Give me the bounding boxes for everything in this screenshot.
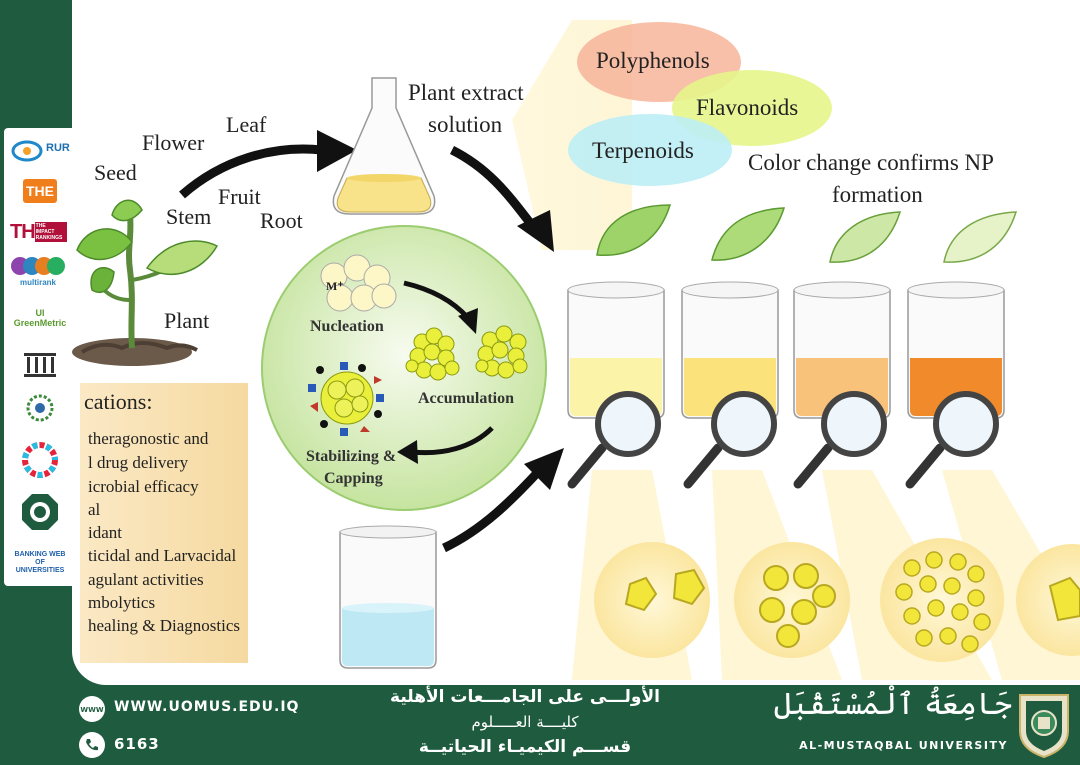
application-item: al: [88, 500, 101, 519]
label-leaf: Leaf: [226, 112, 267, 137]
university-name-english: AL-MUSTAQBAL UNIVERSITY: [799, 739, 1008, 752]
sdg-wheel-icon: [22, 442, 58, 478]
application-item: l drug delivery: [88, 453, 189, 472]
beaker-3: [793, 281, 891, 419]
magnifier-icon: [793, 391, 887, 489]
label-plant: Plant: [164, 308, 210, 333]
zoom-circle-3: [880, 538, 1004, 662]
arrow-salt-to-beakers: [442, 468, 542, 553]
pillars-icon: [24, 353, 56, 377]
magnifier-icon: [567, 391, 661, 489]
greenmetric-logo: UI GreenMetric: [13, 308, 67, 328]
application-item: theragonostic and: [88, 429, 209, 448]
metal-ion-label: M⁺: [326, 279, 344, 293]
beaker-4: [907, 281, 1005, 419]
eye-icon: [11, 140, 43, 162]
university-name-arabic: جَامِعَةُ ٱلْمُسْتَقْبَل: [773, 687, 1012, 722]
arrow-accumulation-to-stabilizing: [411, 426, 494, 456]
application-item: healing & Diagnostics: [88, 616, 241, 635]
sdgs-logo: [10, 440, 70, 480]
the-logo: THE: [10, 176, 70, 206]
label-accumulation: Accumulation: [418, 390, 514, 407]
magnifier-icon: [683, 391, 777, 489]
multirank-circles-icon: [11, 257, 65, 275]
label-nucleation: Nucleation: [310, 318, 384, 335]
application-item: mbolytics: [88, 593, 156, 612]
label-terpenoids: Terpenoids: [592, 138, 694, 163]
slide: Seed Flower Leaf Stem Fruit Root Plant P…: [72, 0, 1080, 685]
accumulation-cluster: [405, 325, 528, 381]
terpenoids-bubble: [568, 114, 732, 186]
arab-engineers-logo: [10, 490, 70, 534]
metal-salt-solution: [342, 608, 434, 666]
label-fruit: Fruit: [218, 184, 261, 209]
rur-logo: RUR: [10, 134, 70, 168]
globe-icon: WWW: [79, 696, 105, 722]
website-link[interactable]: WWW.UOMUS.EDU.IQ: [114, 699, 300, 715]
label-stabilizing: Stabilizing &: [306, 448, 397, 465]
footer: WWW WWW.UOMUS.EDU.IQ 6163 الأولـــى على …: [0, 685, 1080, 765]
label-root: Root: [260, 208, 303, 233]
beaker-leaves: [596, 204, 1018, 263]
plant-leaf: [111, 199, 143, 222]
zoom-circle-1: [594, 542, 710, 658]
arabic-line-2: كليــــة العـــــلوم: [471, 713, 579, 731]
zoom-circle-2: [734, 542, 850, 658]
plant-leaf: [76, 228, 133, 261]
wreath-icon: [26, 394, 54, 422]
nucleation-cluster: [320, 254, 397, 312]
label-polyphenols: Polyphenols: [596, 48, 710, 73]
phone-number[interactable]: 6163: [114, 735, 160, 753]
label-flavonoids: Flavonoids: [696, 95, 799, 120]
arrow-extract-to-beakers: [449, 145, 538, 231]
plant-leaf: [145, 240, 219, 276]
label-capping: Capping: [324, 470, 383, 487]
arab-universities-logo: [10, 390, 70, 430]
multirank-logo: multirank: [10, 254, 70, 288]
svg-text:WWW: WWW: [80, 706, 103, 714]
extract-liquid: [336, 177, 432, 213]
ranking-logos-panel: RUR THE TH THE IMPACT RANKINGS multirank…: [4, 128, 72, 586]
extract-label-line2: solution: [428, 112, 503, 137]
arrow-plant-to-extract: [179, 144, 323, 199]
university-crest-icon: [1019, 694, 1069, 759]
application-item: icrobial efficacy: [88, 477, 199, 496]
octagon-emblem-icon: [22, 494, 58, 530]
label-stem: Stem: [166, 204, 212, 229]
plant-leaf: [90, 267, 115, 293]
label-flower: Flower: [142, 130, 205, 155]
arabic-line-1: الأولـــى على الجامـــعات الأهلية: [390, 687, 660, 707]
extract-label-line1: Plant extract: [408, 80, 524, 105]
color-change-line1: Color change confirms NP: [748, 150, 994, 175]
diagram-canvas: [72, 20, 1080, 680]
application-item: idant: [88, 523, 122, 542]
color-change-line2: formation: [832, 182, 923, 207]
arabic-line-3: قســـم الكيميـاء الحياتيــة: [418, 737, 632, 757]
plant-stem: [126, 214, 135, 349]
zoom-circle-4: [1016, 544, 1080, 656]
phone-icon: [79, 732, 105, 758]
the-impact-logo: TH THE IMPACT RANKINGS: [10, 218, 70, 246]
webometrics-logo: BANKING WEB OF UNIVERSITIES: [14, 551, 66, 574]
application-item: agulant activities: [88, 570, 204, 589]
magnifier-icon: [905, 391, 999, 489]
applications-title: cations:: [84, 389, 153, 414]
university-pillars-logo: [10, 348, 70, 380]
label-seed: Seed: [94, 160, 137, 185]
application-item: ticidal and Larvacidal: [88, 546, 237, 565]
applications-box: cations: theragonostic and l drug delive…: [80, 383, 248, 663]
stabilized-particle: [308, 362, 384, 436]
